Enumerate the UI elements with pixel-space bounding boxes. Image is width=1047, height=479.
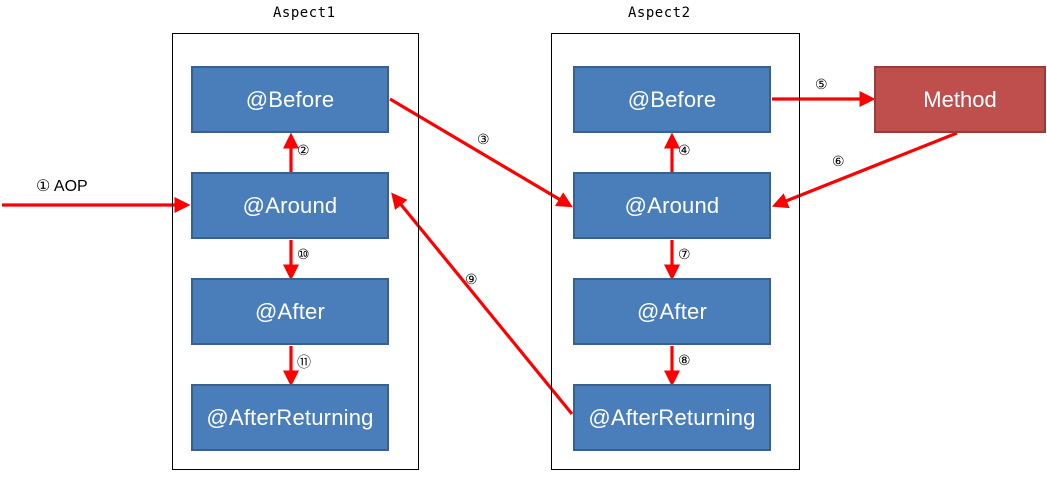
step-marker-5: ⑤ [815, 76, 828, 92]
aspect2-box-around[interactable]: @Around [573, 172, 771, 239]
aspect2-container [551, 33, 800, 470]
step-marker-10: ⑩ [297, 246, 310, 262]
step-marker-4: ④ [678, 142, 691, 158]
aspect1-title: Aspect1 [273, 5, 336, 21]
aspect2-box-afterreturning[interactable]: @AfterReturning [573, 384, 771, 451]
aspect1-container [172, 33, 419, 470]
aspect1-box-after[interactable]: @After [191, 278, 389, 345]
method-box[interactable]: Method [874, 66, 1046, 133]
entry-label-aop: ① AOP [36, 178, 88, 195]
aspect1-box-afterreturning[interactable]: @AfterReturning [191, 384, 389, 451]
aspect1-box-before[interactable]: @Before [191, 66, 389, 133]
aspect2-box-before[interactable]: @Before [573, 66, 771, 133]
step-marker-11: ⑪ [297, 354, 311, 370]
aspect2-title: Aspect2 [628, 5, 691, 21]
step-marker-2: ② [297, 142, 310, 158]
step-marker-6: ⑥ [832, 153, 845, 169]
step-marker-7: ⑦ [678, 246, 691, 262]
aspect1-box-around[interactable]: @Around [191, 172, 389, 239]
step-marker-3: ③ [477, 131, 490, 147]
step-marker-9: ⑨ [465, 271, 478, 287]
arrow-9-a2-afterreturning-to-a1-around [391, 192, 574, 416]
step-marker-8: ⑧ [678, 352, 691, 368]
aspect2-box-after[interactable]: @After [573, 278, 771, 345]
arrow-6-method-to-a2-around [771, 131, 958, 209]
